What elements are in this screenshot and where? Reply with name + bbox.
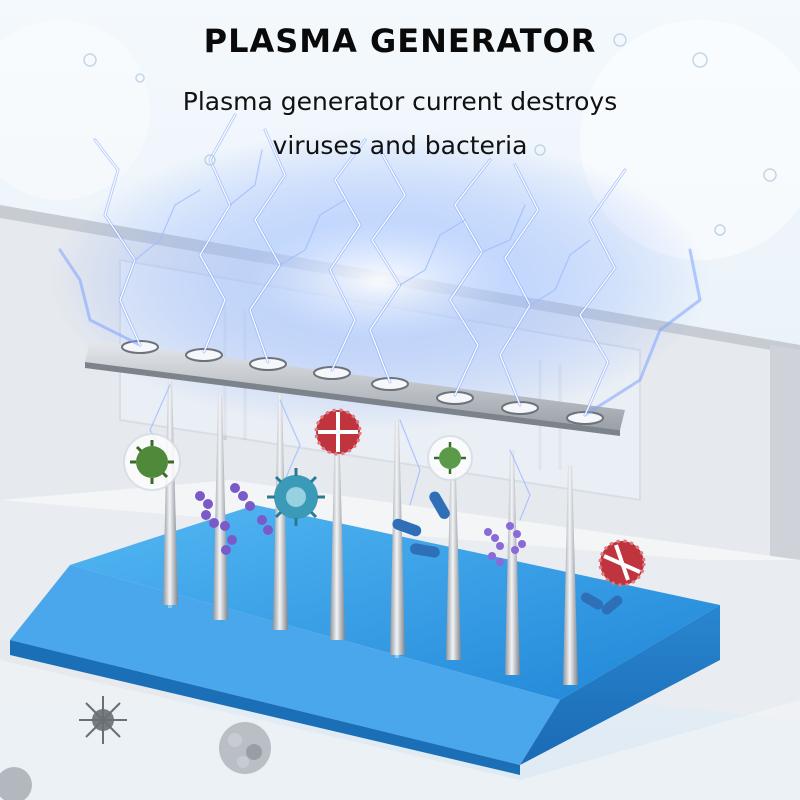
- subtitle-line: Plasma generator current destroys: [182, 87, 618, 116]
- subtitle-line: viruses and bacteria: [272, 131, 528, 160]
- dust-particle-icon: [219, 722, 271, 774]
- virus-icon: [314, 408, 362, 456]
- electrode-pins: [163, 380, 578, 685]
- germ-icon: [123, 433, 181, 491]
- spark-icon: [58, 113, 702, 521]
- dust-particle-icon: [79, 696, 127, 744]
- electrode-pin: [390, 420, 405, 655]
- emitter-hole: [121, 340, 159, 354]
- electrode-pin: [446, 440, 461, 660]
- bacteria-chain-icon: [195, 483, 273, 555]
- heading-block: PLASMA GENERATOR Plasma generator curren…: [0, 22, 800, 168]
- bacteria-chain-icon: [484, 522, 526, 566]
- germ-icon: [427, 435, 473, 481]
- electrode-pin: [163, 380, 178, 605]
- page-subtitle: Plasma generator current destroys viruse…: [0, 80, 800, 168]
- electrode-pin: [563, 465, 578, 685]
- electrode-pin: [213, 395, 228, 620]
- virus-icon: [267, 468, 325, 526]
- electrode-pin: [330, 420, 345, 640]
- bacteria-rod-icon: [392, 491, 623, 615]
- electrode-pin: [505, 450, 520, 675]
- page-title: PLASMA GENERATOR: [203, 22, 597, 60]
- virus-icon: [598, 539, 646, 587]
- dust-particle-icon: [0, 767, 32, 800]
